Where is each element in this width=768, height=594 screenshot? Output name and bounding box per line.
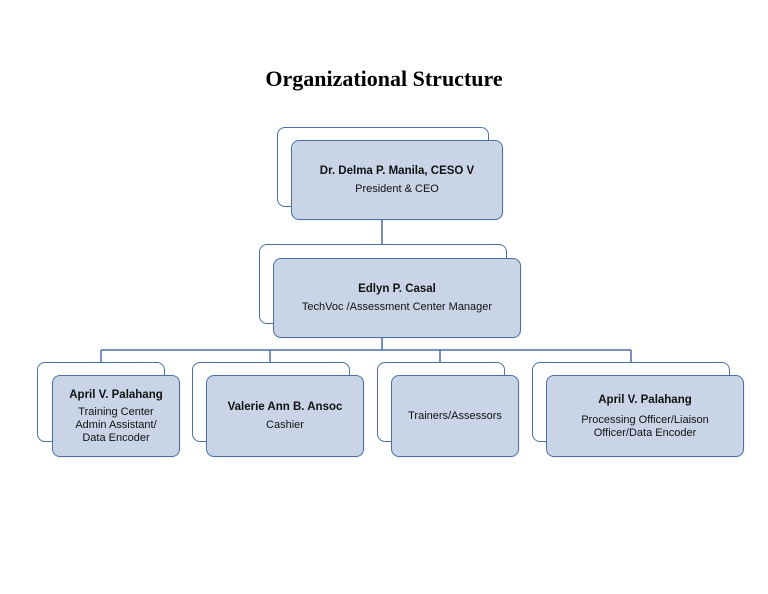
node-box: Dr. Delma P. Manila, CESO V President & …: [291, 140, 503, 220]
chart-title: Organizational Structure: [265, 66, 503, 91]
processing-role-line-2: Officer/Data Encoder: [593, 426, 697, 439]
training-admin-role-line-2: Admin Assistant/: [75, 418, 157, 431]
node-box: April V. Palahang Processing Officer/Lia…: [546, 375, 744, 457]
training-admin-role-line-3: Data Encoder: [82, 431, 150, 444]
processing-role-line-1: Processing Officer/Liaison: [581, 413, 709, 426]
trainers-role: Trainers/Assessors: [408, 409, 502, 422]
cashier-role: Cashier: [266, 419, 304, 431]
training-admin-name: April V. Palahang: [69, 388, 163, 401]
node-box: Valerie Ann B. Ansoc Cashier: [206, 375, 364, 457]
cashier-name: Valerie Ann B. Ansoc: [227, 401, 343, 413]
node-box: Edlyn P. Casal TechVoc /Assessment Cente…: [273, 258, 521, 338]
training-admin-role-line-1: Training Center: [78, 405, 154, 418]
node-box: Trainers/Assessors: [391, 375, 519, 457]
manager-name: Edlyn P. Casal: [358, 283, 436, 295]
president-role: President & CEO: [355, 183, 439, 195]
node-box: April V. Palahang Training Center Admin …: [52, 375, 180, 457]
president-name: Dr. Delma P. Manila, CESO V: [319, 165, 475, 177]
processing-name: April V. Palahang: [598, 393, 692, 406]
manager-role: TechVoc /Assessment Center Manager: [301, 301, 493, 313]
